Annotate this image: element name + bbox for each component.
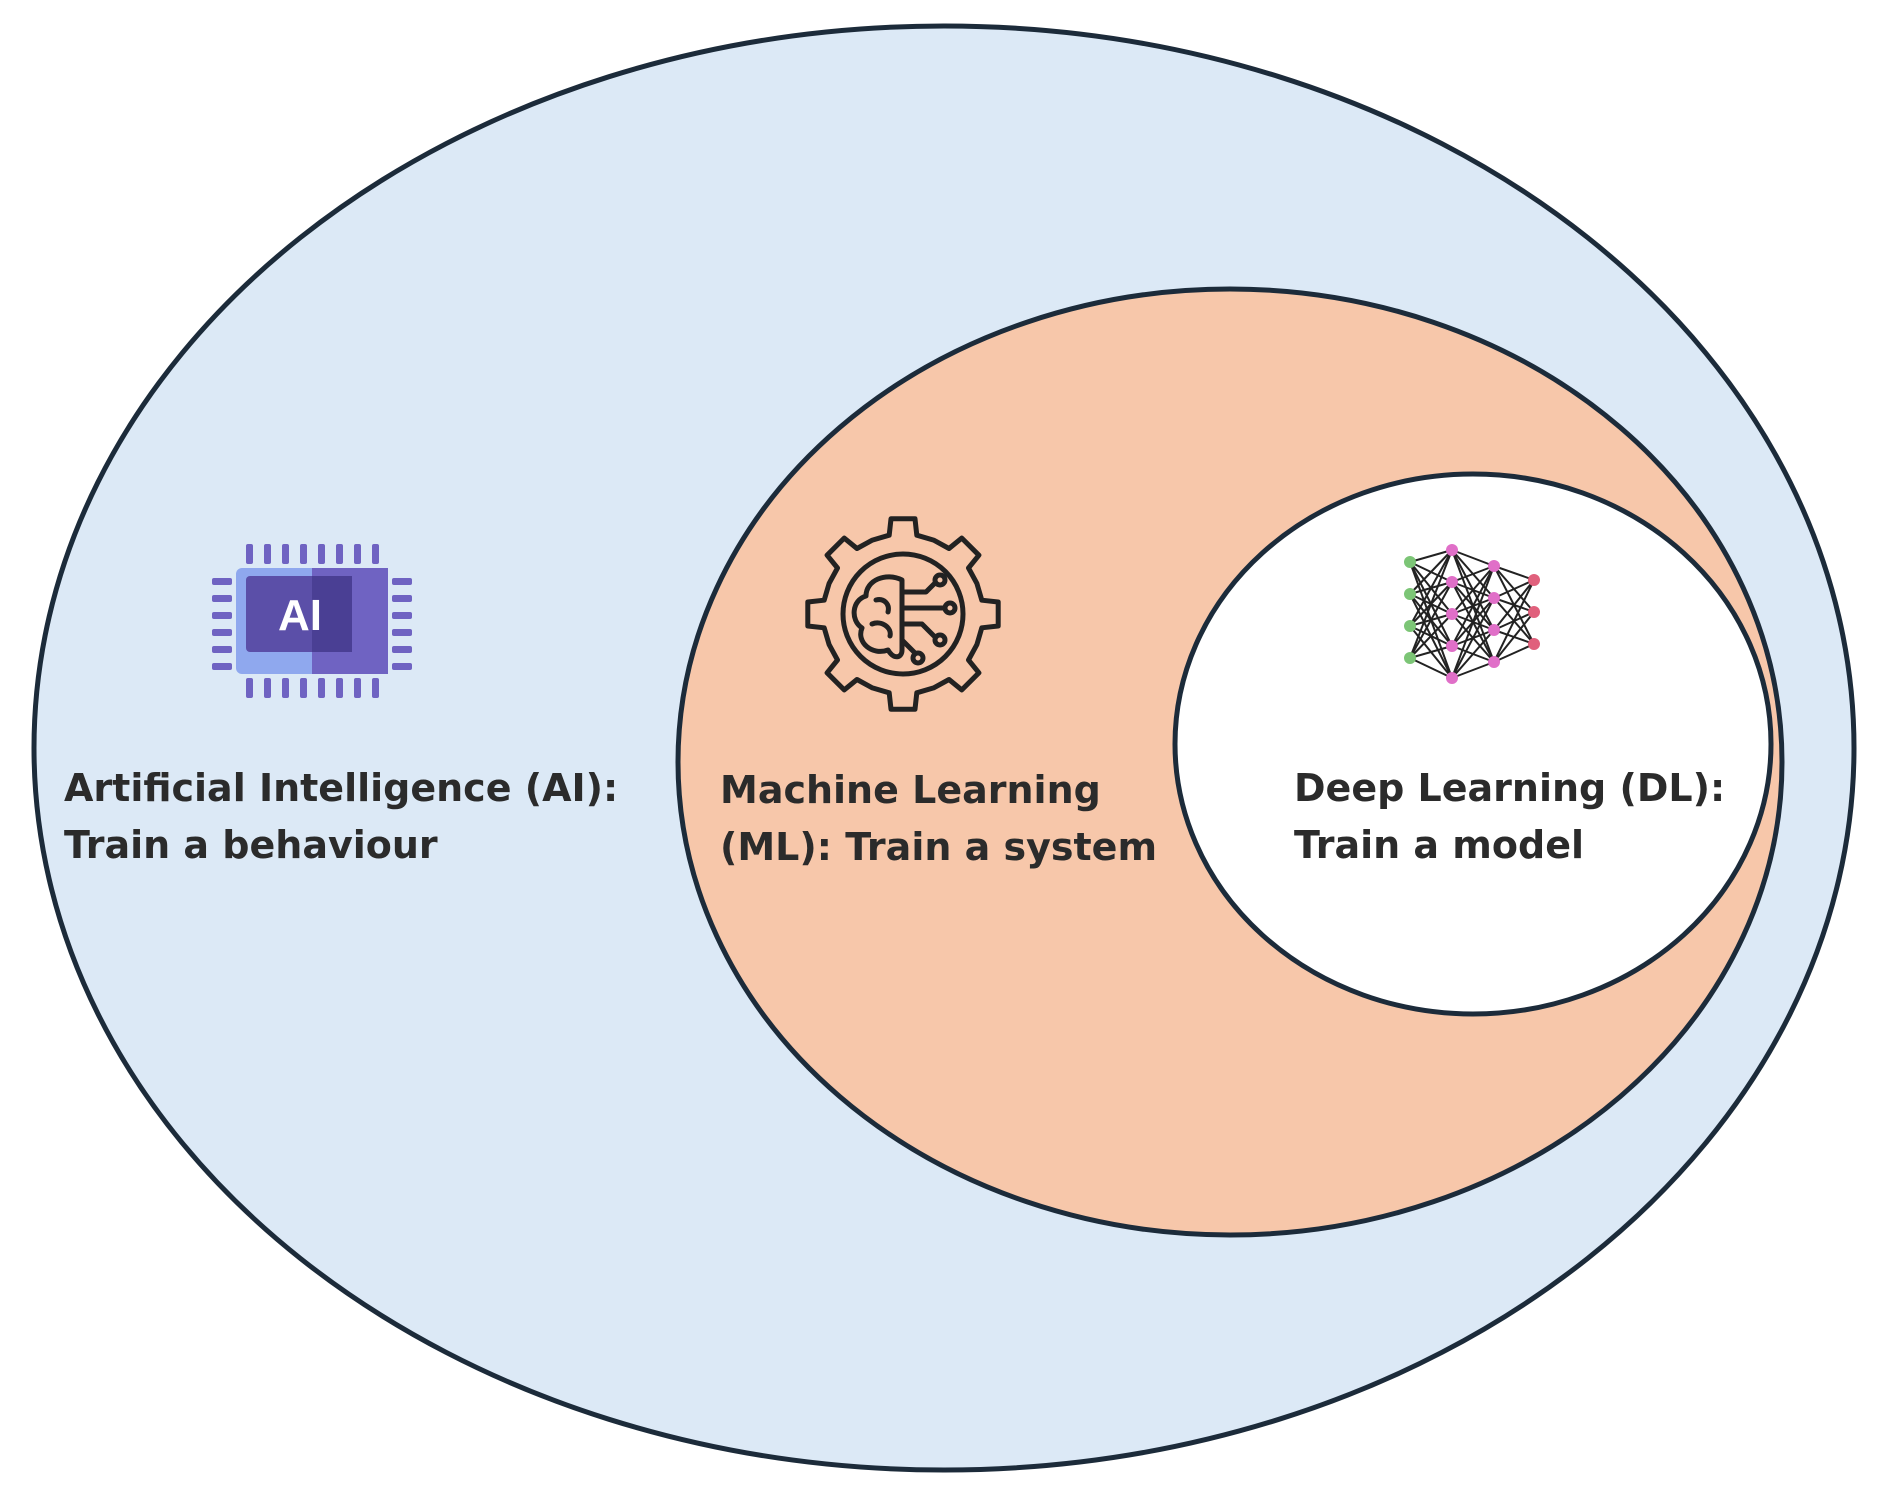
- ml-label: Machine Learning (ML): Train a system: [720, 762, 1157, 876]
- ai-label-line-2: Train a behaviour: [64, 823, 438, 867]
- brain-gear-icon: [805, 516, 1001, 712]
- neural-network-icon: [1404, 544, 1540, 684]
- ai-chip-text: AI: [278, 591, 322, 640]
- ai-label: Artificial Intelligence (AI): Train a be…: [64, 760, 618, 874]
- ai-label-line-1: Artificial Intelligence (AI):: [64, 766, 619, 810]
- ai-chip-icon: AI: [212, 544, 412, 698]
- dl-label: Deep Learning (DL): Train a model: [1294, 760, 1725, 874]
- ml-label-line-1: Machine Learning: [720, 768, 1101, 812]
- ml-label-line-2: (ML): Train a system: [720, 825, 1158, 869]
- dl-region-ellipse: [1172, 471, 1774, 1017]
- dl-label-line-2: Train a model: [1294, 823, 1585, 867]
- dl-label-line-1: Deep Learning (DL):: [1294, 766, 1726, 810]
